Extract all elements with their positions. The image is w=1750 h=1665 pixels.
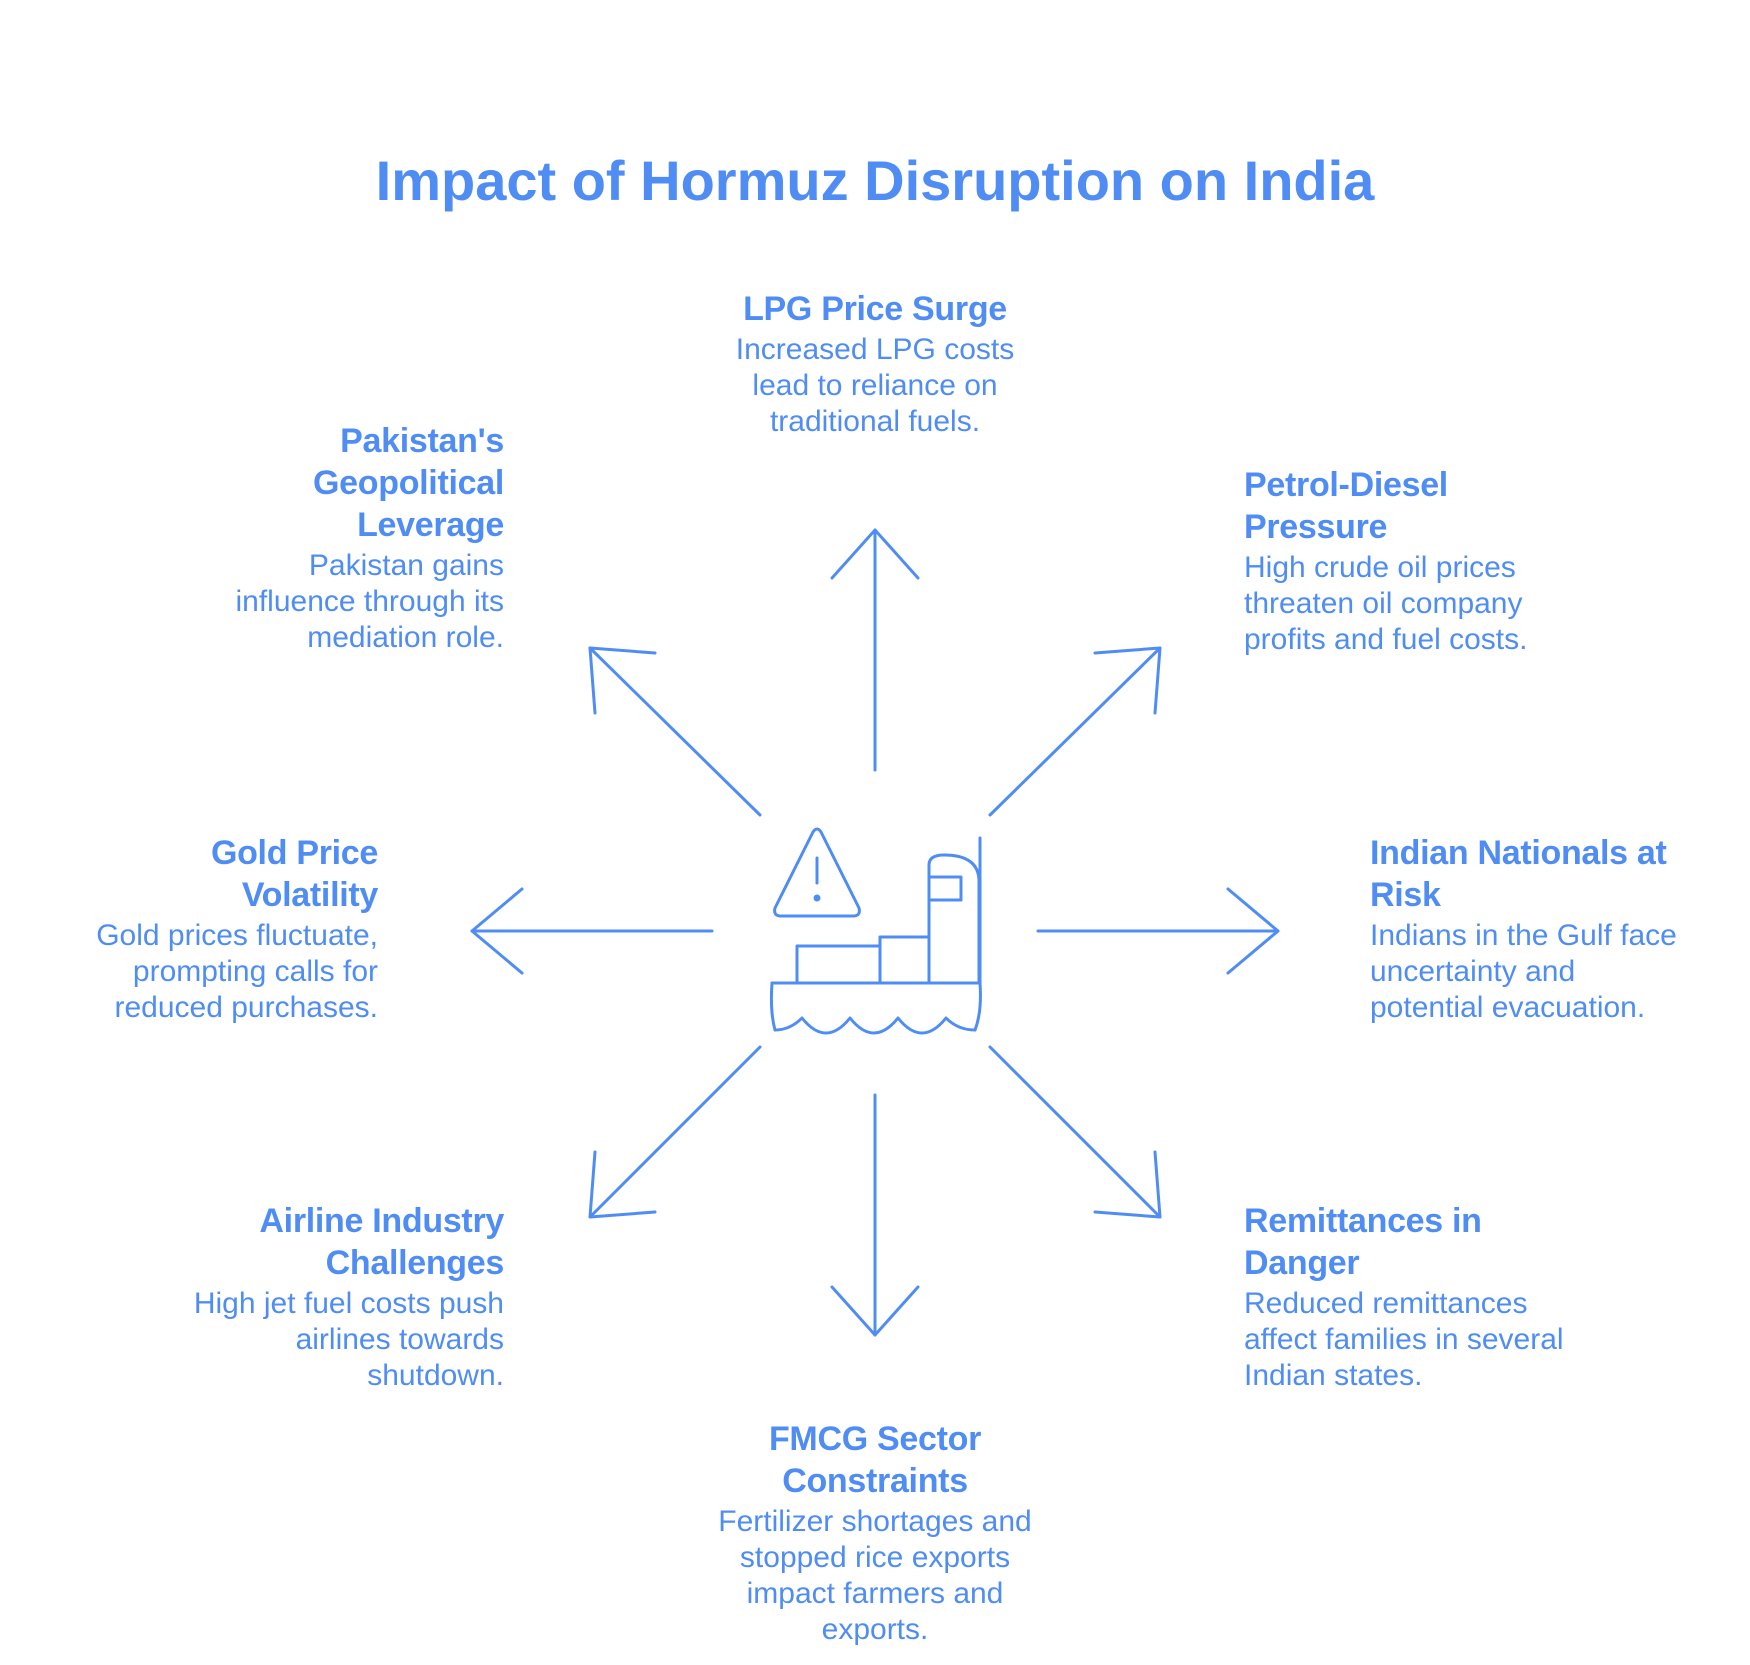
impact-petrol-diesel: Petrol-Diesel Pressure High crude oil pr… — [1244, 464, 1584, 658]
warning-dot — [813, 894, 821, 902]
arrow-down-right — [988, 1045, 1162, 1219]
impact-remittances: Remittances in Danger Reduced remittance… — [1244, 1200, 1574, 1394]
impact-description: Reduced remittances affect families in s… — [1244, 1287, 1564, 1392]
impact-title: Pakistan's Geopolitical Leverage — [313, 422, 504, 544]
arrow-up-left — [588, 646, 762, 817]
impact-description: Gold prices fluctuate, prompting calls f… — [96, 919, 378, 1024]
impact-description: Fertilizer shortages and stopped rice ex… — [718, 1505, 1032, 1646]
impact-description: Pakistan gains influence through its med… — [235, 549, 504, 654]
impact-description: Increased LPG costs lead to reliance on … — [735, 333, 1015, 438]
arrow-up — [830, 528, 920, 772]
warning-triangle-icon — [773, 827, 861, 918]
impact-fmcg: FMCG Sector Constraints Fertilizer short… — [685, 1418, 1065, 1648]
impact-indian-nationals: Indian Nationals at Risk Indians in the … — [1370, 832, 1690, 1026]
arrow-right — [1036, 887, 1280, 975]
impact-title: LPG Price Surge — [743, 290, 1007, 328]
impact-title: Gold Price Volatility — [210, 834, 378, 914]
impact-title: Remittances in Danger — [1244, 1202, 1482, 1282]
impact-title: Indian Nationals at Risk — [1370, 834, 1667, 914]
impact-description: High jet fuel costs push airlines toward… — [193, 1287, 504, 1392]
arrow-down-left — [588, 1045, 762, 1219]
impact-lpg: LPG Price Surge Increased LPG costs lead… — [655, 288, 1095, 440]
impact-title: Petrol-Diesel Pressure — [1244, 466, 1448, 546]
impact-airline: Airline Industry Challenges High jet fue… — [170, 1200, 504, 1394]
impact-title: Airline Industry Challenges — [259, 1202, 504, 1282]
impact-pakistan: Pakistan's Geopolitical Leverage Pakista… — [194, 420, 504, 656]
page-title: Impact of Hormuz Disruption on India — [375, 149, 1375, 212]
arrow-down — [830, 1093, 920, 1337]
impact-description: High crude oil prices threaten oil compa… — [1244, 551, 1528, 656]
impact-title: FMCG Sector Constraints — [768, 1420, 982, 1500]
arrow-up-right — [988, 646, 1162, 817]
impact-description: Indians in the Gulf face uncertainty and… — [1370, 919, 1677, 1024]
impact-gold: Gold Price Volatility Gold prices fluctu… — [60, 832, 378, 1026]
cargo-ship-icon — [769, 836, 982, 1035]
arrow-left — [470, 887, 714, 975]
